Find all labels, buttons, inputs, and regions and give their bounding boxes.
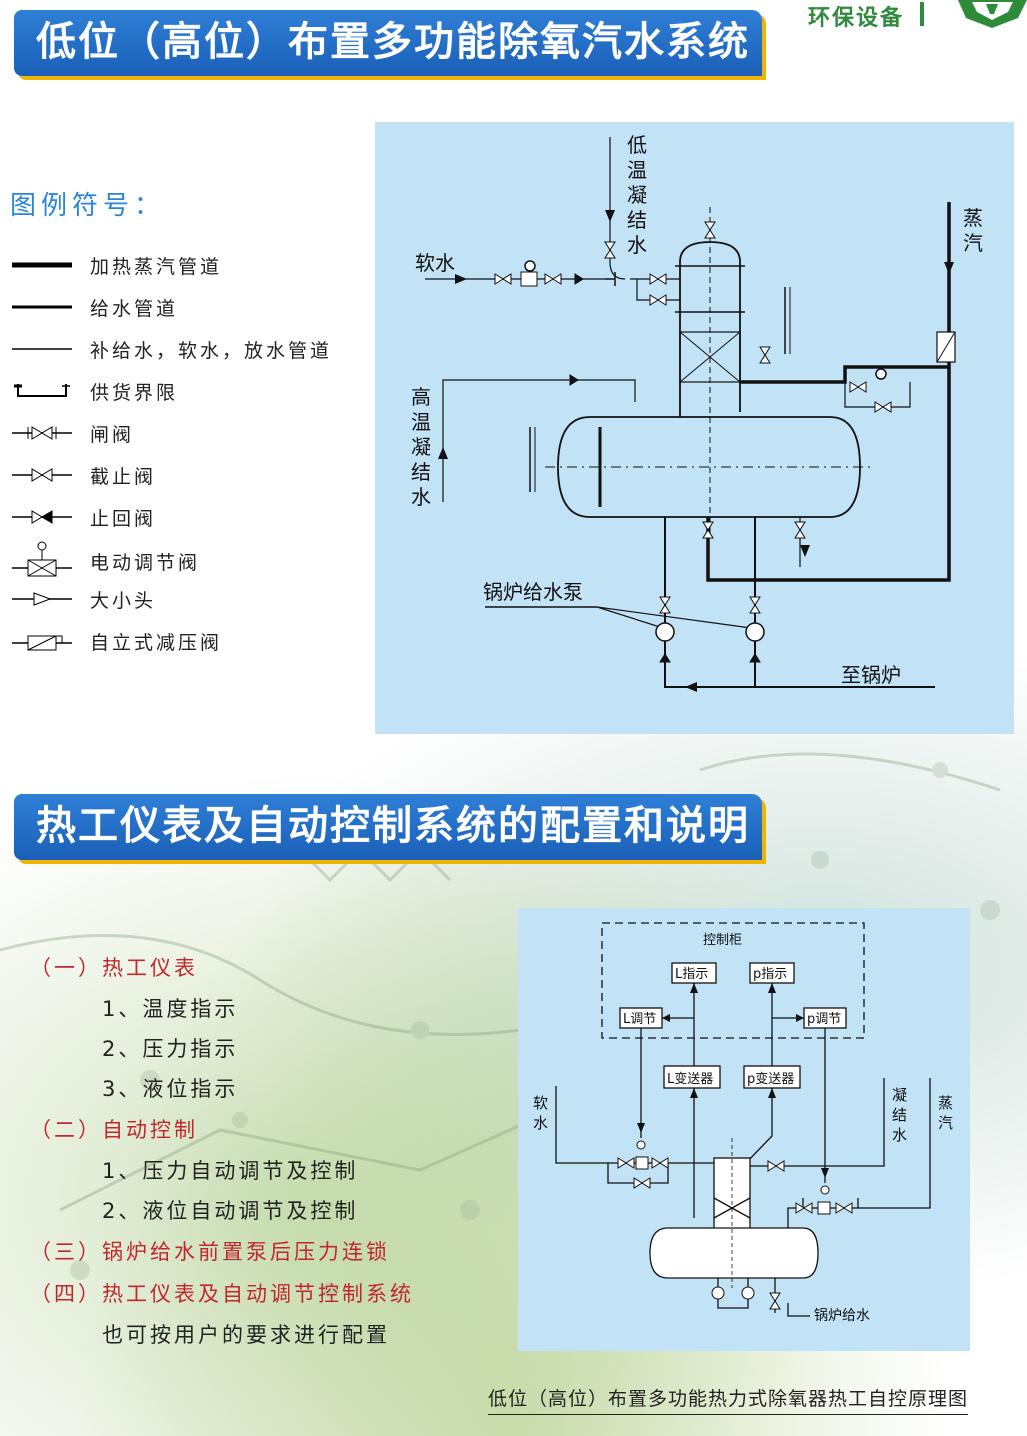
supply-boundary-icon [14,384,70,397]
check-valve-icon [12,510,72,524]
high-temp-condensate-label-3: 结 [411,460,431,484]
legend-label: 供货界限 [90,382,179,404]
condensate-label-0: 凝 [892,1086,907,1104]
low-temp-condensate-label-0: 低 [627,133,647,157]
soft-water-label-0: 软 [533,1094,548,1112]
pressure-reducing-valve-icon [12,635,72,651]
legend-item-feed-water-pipe: 给水管道 [10,292,370,322]
company-logo-icon [958,0,1027,28]
section-heading-pressure-interlock: （三）锅炉给水前置泵后压力连锁 [30,1240,390,1264]
control-principle-diagram: 控制柜 L指示 p指示 L调节 p调节 L变送器 p变送器 软 水 凝 结 水 … [518,908,970,1351]
pressure-indicator-label: p指示 [753,967,787,982]
boiler-feed-label: 锅炉给水 [814,1308,870,1324]
section-title: 热工仪表及自动控制系统的配置和说明 [14,794,762,860]
section-heading-auto-control: （二）自动控制 [30,1118,198,1142]
page-title: 低位（高位）布置多功能除氧汽水系统 [14,10,762,76]
brand-text: 环保设备 [808,5,905,31]
high-temp-condensate-label-0: 高 [411,385,431,409]
spec-item: 也可按用户的要求进行配置 [102,1323,390,1347]
legend-item-globe-valve: 截止阀 [10,460,370,490]
reducer-icon [12,592,72,606]
deaerator-system-diagram: 低 温 凝 结 水 蒸 汽 软水 高 温 凝 结 水 锅炉给水泵 至锅炉 [375,122,1014,734]
high-temp-condensate-label-2: 凝 [411,435,431,459]
steam-label-1: 汽 [938,1114,953,1132]
low-temp-condensate-label-2: 凝 [627,183,647,207]
legend-label: 止回阀 [90,508,157,530]
low-temp-condensate-label-4: 水 [627,233,647,257]
legend-label: 大小头 [90,590,157,612]
circuit-board-background [0,752,1001,1298]
globe-valve-icon [12,468,72,482]
section-heading-control-system: （四）热工仪表及自动调节控制系统 [30,1282,414,1306]
spec-item: 2、压力指示 [102,1037,239,1061]
steam-label-0: 蒸 [938,1094,953,1112]
control-cabinet-label: 控制柜 [703,933,742,948]
spec-item: 3、液位指示 [102,1077,239,1101]
spec-item: 2、液位自动调节及控制 [102,1199,359,1223]
level-regulator-label: L调节 [623,1012,656,1027]
low-temp-condensate-label-1: 温 [627,158,647,182]
legend-label: 给水管道 [90,298,179,320]
soft-water-label-1: 水 [533,1114,548,1132]
high-temp-condensate-label-4: 水 [411,485,431,509]
legend-item-reducer: 大小头 [10,584,370,614]
level-transmitter-label: L变送器 [667,1071,713,1087]
deaerator-system-schematic: 低 温 凝 结 水 蒸 汽 软水 高 温 凝 结 水 锅炉给水泵 至锅炉 [411,133,983,692]
legend-item-heating-steam-pipe: 加热蒸汽管道 [10,250,370,280]
legend-item-check-valve: 止回阀 [10,502,370,532]
legend-item-gate-valve: 闸阀 [10,418,370,448]
high-temp-condensate-label-1: 温 [411,410,431,434]
condensate-label-1: 结 [892,1106,907,1124]
control-principle-schematic: 控制柜 L指示 p指示 L调节 p调节 L变送器 p变送器 软 水 凝 结 水 … [533,922,953,1324]
boiler-feed-pump-label: 锅炉给水泵 [483,580,583,604]
to-boiler-label: 至锅炉 [841,663,901,687]
legend-label: 截止阀 [90,466,157,488]
legend-label: 闸阀 [90,424,135,446]
diagram-caption: 低位（高位）布置多功能热力式除氧器热工自控原理图 [488,1384,969,1415]
legend-item-makeup-water-pipe: 补给水，软水，放水管道 [10,334,370,364]
thin-line-icon [12,348,72,350]
legend-item-pressure-reducing-valve: 自立式减压阀 [10,626,370,656]
legend-item-supply-boundary: 供货界限 [10,376,370,406]
condensate-label-2: 水 [892,1126,907,1144]
legend-title: 图例符号： [10,191,166,221]
legend-label: 加热蒸汽管道 [90,256,223,278]
soft-water-label: 软水 [415,251,455,275]
medium-line-icon [12,305,72,309]
steam-label-0: 蒸 [963,206,983,230]
legend-label: 电动调节阀 [90,552,201,574]
spec-item: 1、温度指示 [102,997,239,1021]
pressure-regulator-label: p调节 [807,1012,841,1027]
legend-item-motorized-valve: 电动调节阀 [10,540,370,578]
legend-label: 补给水，软水，放水管道 [90,340,333,362]
gate-valve-icon [12,426,72,440]
motorized-valve-icon [12,541,72,577]
level-indicator-label: L指示 [675,967,708,982]
legend-label: 自立式减压阀 [90,632,223,654]
section-heading-thermal-instruments: （一）热工仪表 [30,956,198,980]
low-temp-condensate-label-3: 结 [627,208,647,232]
steam-label-1: 汽 [963,231,983,255]
brand-divider [920,2,924,26]
pressure-transmitter-label: p变送器 [747,1071,794,1087]
spec-item: 1、压力自动调节及控制 [102,1159,359,1183]
thick-line-icon [12,262,72,268]
